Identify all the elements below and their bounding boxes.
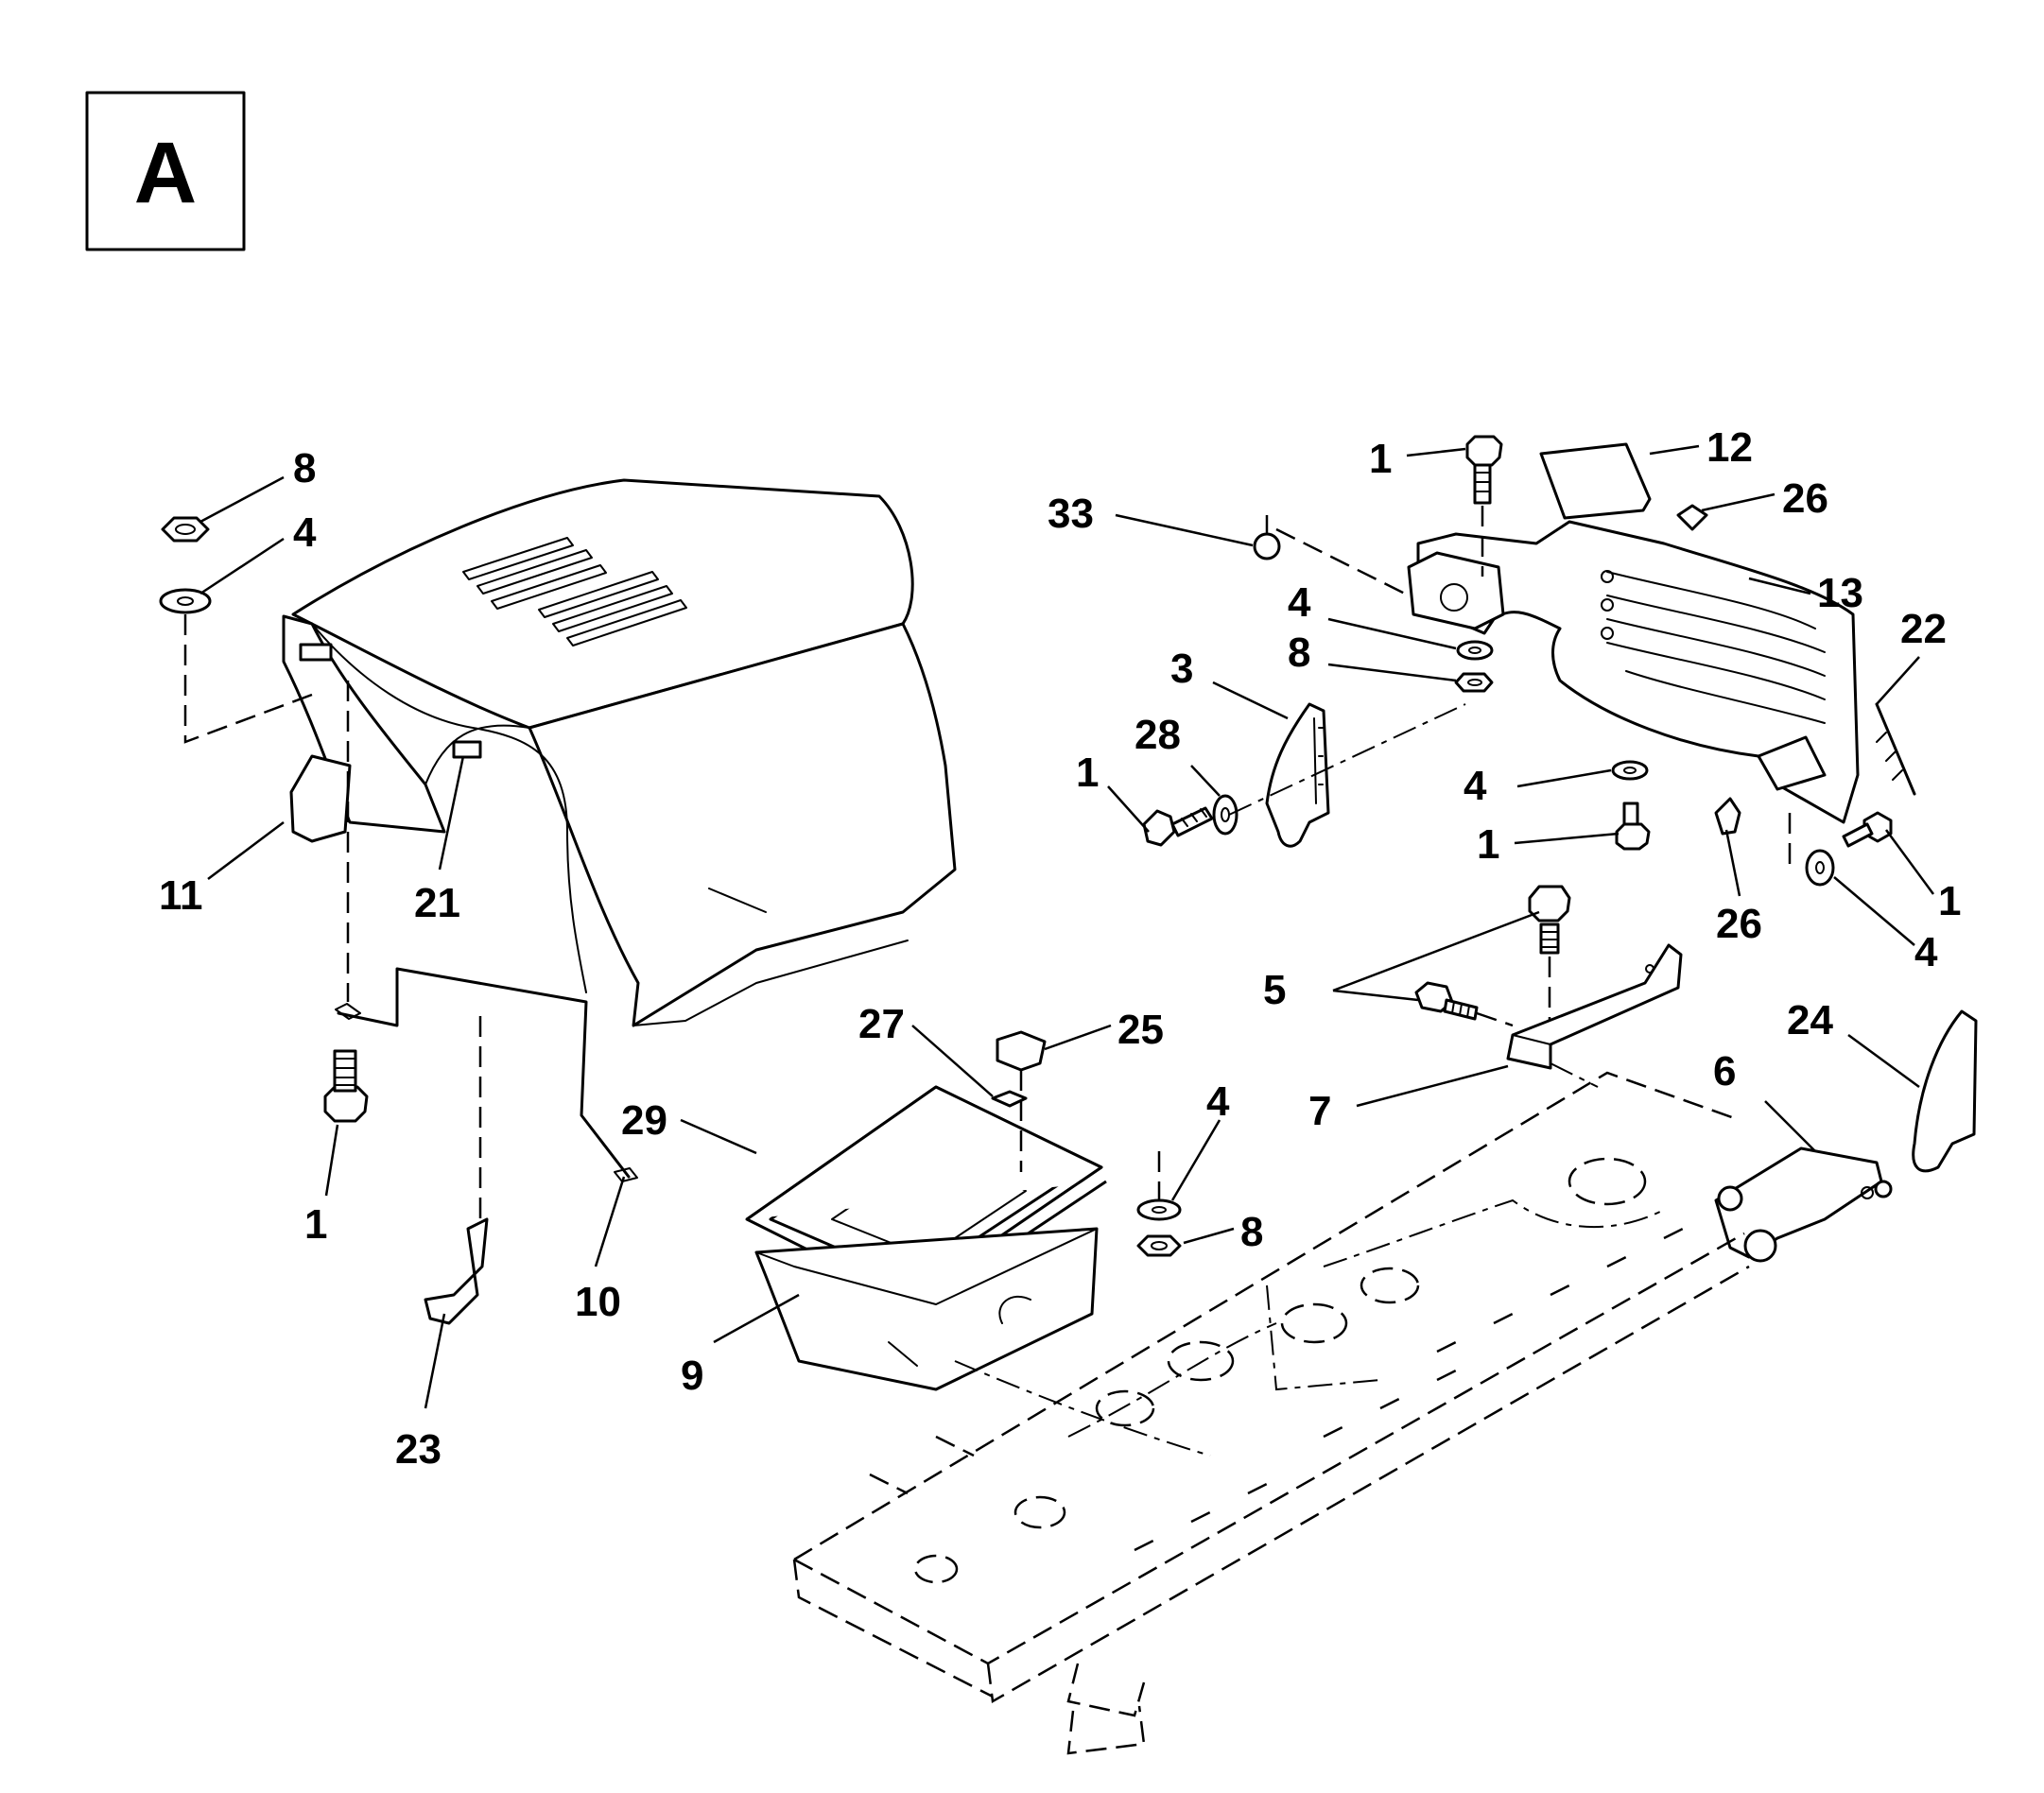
part-33-plug xyxy=(1253,532,1281,560)
callout-11: 11 xyxy=(159,872,203,919)
callout-1-r2: 1 xyxy=(1477,821,1499,868)
callout-13: 13 xyxy=(1817,570,1863,616)
part-22-strip xyxy=(1875,702,1916,796)
callout-4-far: 4 xyxy=(1914,929,1938,975)
badge-frame xyxy=(85,91,246,251)
part-10-rod xyxy=(337,967,631,1179)
callout-25: 25 xyxy=(1117,1007,1164,1053)
callout-leaders xyxy=(199,444,1935,1409)
part-24-plate xyxy=(1912,1009,1978,1173)
callout-27: 27 xyxy=(858,1001,905,1047)
part-4-washer-far xyxy=(1805,849,1835,887)
hood-slot xyxy=(299,643,333,662)
callout-22: 22 xyxy=(1900,606,1947,652)
hood-vents xyxy=(462,537,687,647)
part-21-tab xyxy=(452,740,482,759)
callout-9: 9 xyxy=(681,1353,703,1399)
part-3-bracket xyxy=(1265,702,1330,848)
callout-7: 7 xyxy=(1308,1088,1331,1134)
part-26-clip-low xyxy=(1714,797,1741,836)
callout-8-r1: 8 xyxy=(1288,629,1310,676)
callout-12: 12 xyxy=(1706,424,1753,471)
part-26-clip-top xyxy=(1676,504,1708,531)
badge-letter: A xyxy=(134,125,197,221)
hood-mount-line xyxy=(183,614,313,744)
grille-mount-block xyxy=(1407,551,1505,630)
part-1-bolt-r2 xyxy=(1615,802,1651,851)
part-12-cover xyxy=(1539,442,1652,520)
part-4-washer-r1 xyxy=(1456,640,1494,661)
callout-26-top: 26 xyxy=(1782,475,1828,522)
battery-tray xyxy=(745,1085,1107,1391)
part-8-nut-left xyxy=(161,516,210,543)
callout-4-r1: 4 xyxy=(1288,579,1311,626)
callout-4-r2: 4 xyxy=(1464,763,1487,809)
part-8-nut-mid xyxy=(1136,1234,1182,1257)
part-11-pad xyxy=(289,754,352,843)
callout-8-mid: 8 xyxy=(1240,1209,1263,1255)
callout-6: 6 xyxy=(1713,1048,1736,1095)
part-8-nut-r1 xyxy=(1454,672,1494,693)
callout-1-mid: 1 xyxy=(1076,750,1099,796)
part-1-bolt-far xyxy=(1842,811,1893,848)
part-7-bracket xyxy=(1506,943,1683,1070)
callout-1-left: 1 xyxy=(304,1201,327,1248)
part-28-star-washer xyxy=(1212,794,1239,836)
part-5-bolt xyxy=(1414,981,1479,1021)
part-1-bolt-top xyxy=(1465,435,1503,505)
part-13-grille xyxy=(1416,520,1860,824)
callout-26-low: 26 xyxy=(1716,901,1762,947)
part-23-clip xyxy=(424,1217,489,1325)
part-1-bolt-5a xyxy=(1528,885,1571,955)
callout-10: 10 xyxy=(575,1279,621,1325)
part-4-washer-r2 xyxy=(1611,760,1649,781)
callout-4-left: 4 xyxy=(293,509,317,556)
hood xyxy=(282,478,957,1027)
callout-24: 24 xyxy=(1787,997,1833,1043)
callout-1-far: 1 xyxy=(1938,878,1961,924)
callout-21: 21 xyxy=(414,880,460,926)
tractor-frame-outline xyxy=(792,1071,1750,1755)
callout-29: 29 xyxy=(621,1097,667,1144)
part-25-bracket xyxy=(996,1030,1047,1072)
callout-33: 33 xyxy=(1048,491,1094,537)
callout-1-top: 1 xyxy=(1369,436,1392,482)
callout-8-left: 8 xyxy=(293,445,316,491)
part-1-bolt-mid xyxy=(1142,806,1214,847)
callout-labels: 8 4 11 21 1 10 23 9 29 27 25 4 8 33 1 12… xyxy=(159,424,1961,1473)
callout-3: 3 xyxy=(1170,646,1193,692)
callout-28: 28 xyxy=(1135,712,1181,758)
section-badge: A xyxy=(85,91,246,251)
callout-23: 23 xyxy=(395,1426,442,1473)
callout-4-mid: 4 xyxy=(1206,1078,1230,1125)
part-4-washer-left xyxy=(159,588,212,614)
part-4-washer-mid xyxy=(1136,1198,1182,1221)
part-1-bolt-left xyxy=(323,1049,369,1123)
callout-5: 5 xyxy=(1263,967,1286,1013)
part-27-plate xyxy=(991,1090,1028,1108)
